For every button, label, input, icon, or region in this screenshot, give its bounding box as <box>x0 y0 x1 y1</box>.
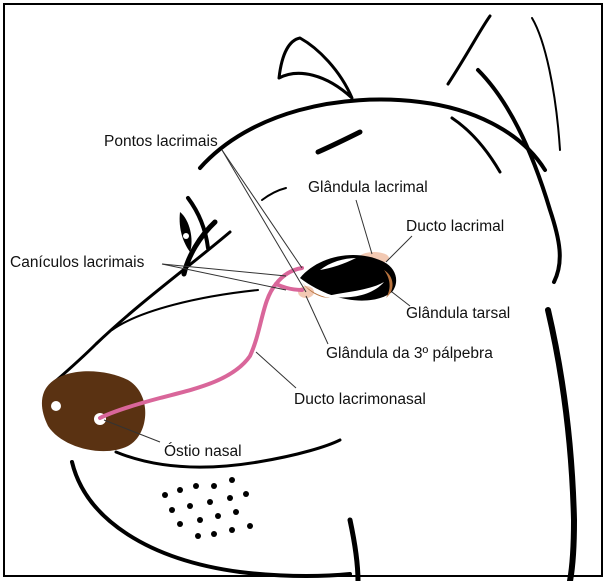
throat-line <box>350 520 358 581</box>
label-ducto-lacrimal: Ducto lacrimal <box>406 219 504 235</box>
brow-stroke <box>318 132 360 152</box>
cheek-crease <box>452 118 500 172</box>
neck-line <box>548 310 574 581</box>
leader-3a-palpebra <box>306 296 328 344</box>
leader-lacrimonasal <box>256 352 296 388</box>
right-ear-inner <box>532 18 560 150</box>
far-eye-group <box>180 212 192 252</box>
jaw-outline <box>72 462 350 576</box>
label-ducto-lacrimonasal: Ducto lacrimonasal <box>294 392 426 408</box>
far-eye <box>180 212 192 252</box>
label-pontos-lacrimais: Pontos lacrimais <box>104 134 218 150</box>
nose-shape <box>42 371 145 451</box>
eye-group <box>298 252 396 301</box>
label-glandula-tarsal: Glândula tarsal <box>406 306 510 322</box>
leader-pontos-1 <box>222 150 302 268</box>
label-glandula-lacrimal: Glândula lacrimal <box>308 180 428 196</box>
leader-caniculos-2 <box>162 264 286 290</box>
leader-ducto-lacrimal <box>386 236 412 262</box>
brow-small <box>262 188 286 200</box>
duct-upper-canaliculus <box>276 268 302 284</box>
muzzle-dots <box>162 477 253 539</box>
nostril-left <box>51 401 61 411</box>
leader-tarsal <box>392 292 410 306</box>
right-ear-back <box>478 70 560 282</box>
left-ear <box>279 38 352 98</box>
far-eye-highlight <box>183 233 189 239</box>
label-caniculos-lacrimais: Canículos lacrimais <box>10 255 144 271</box>
leader-caniculos-1 <box>162 264 286 276</box>
label-glandula-3a-palpebra: Glândula da 3º pálpebra <box>326 346 493 362</box>
leader-glandula-lacrimal <box>356 200 372 254</box>
label-ostio-nasal: Óstio nasal <box>164 444 242 460</box>
nose-group <box>42 371 145 451</box>
